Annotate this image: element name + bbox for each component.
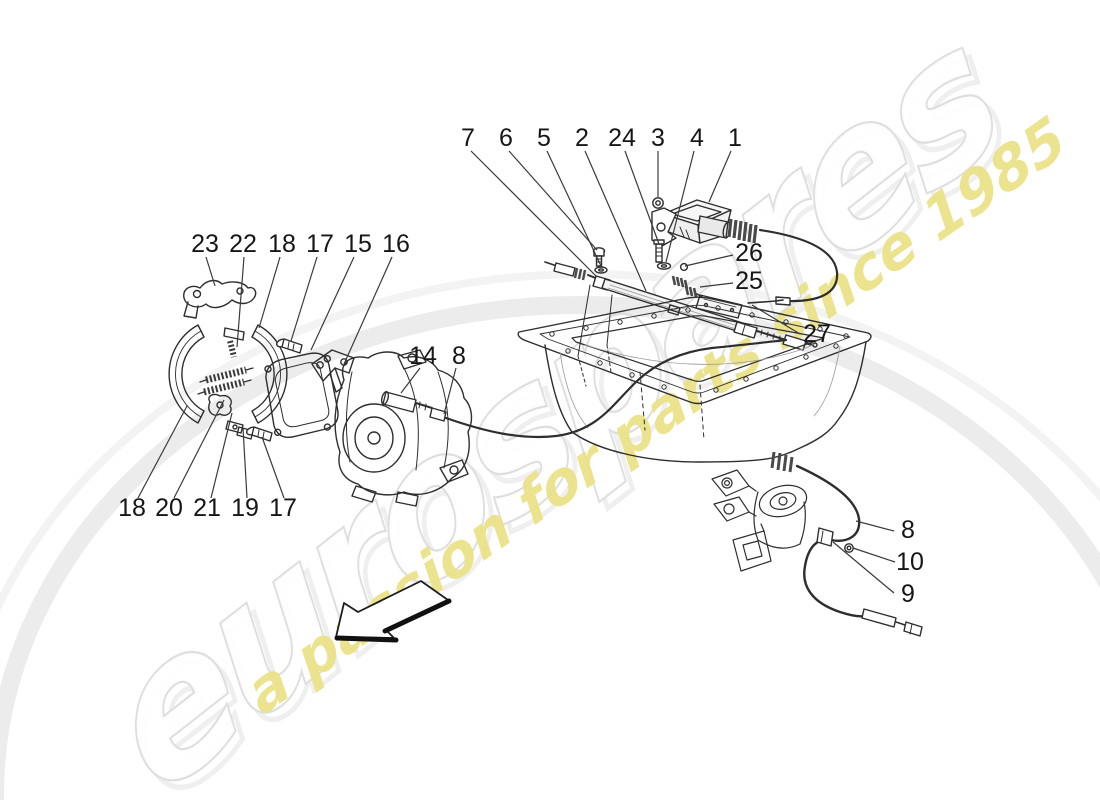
callout-leader-19	[242, 427, 248, 499]
gasket-15	[264, 352, 339, 439]
callout-label-18: 18	[268, 230, 296, 258]
bracket-16	[311, 349, 355, 393]
callout-leader-20	[173, 399, 225, 499]
callout-leader-6	[508, 150, 598, 251]
callout-leader-8	[855, 520, 895, 532]
lever-23	[183, 279, 257, 309]
callout-label-19: 19	[231, 494, 259, 522]
callout-label-26: 26	[735, 239, 763, 267]
callout-label-8: 8	[452, 342, 466, 370]
direction-arrow	[334, 580, 452, 643]
callout-leader-21	[210, 412, 233, 499]
callout-label-3: 3	[651, 124, 665, 152]
callout-leader-23	[205, 256, 216, 287]
nut-3	[652, 197, 664, 209]
callout-label-21: 21	[193, 494, 221, 522]
actuator-cable	[758, 228, 839, 303]
callout-leader-24	[624, 150, 660, 245]
washer-5	[594, 266, 608, 274]
callout-label-7: 7	[461, 124, 475, 152]
nut-10	[844, 543, 854, 553]
callout-label-23: 23	[191, 230, 219, 258]
brake-shoe-left	[168, 324, 205, 424]
callout-label-25: 25	[735, 267, 763, 295]
callout-label-6: 6	[499, 124, 513, 152]
equalizer-assembly	[544, 261, 818, 351]
callout-label-18: 18	[118, 494, 146, 522]
callout-label-2: 2	[575, 124, 589, 152]
callout-label-9: 9	[901, 580, 915, 608]
callout-leader-7	[470, 150, 598, 278]
pan-cable-boot	[770, 451, 794, 473]
callout-label-24: 24	[608, 124, 636, 152]
bolt-17-lower	[245, 426, 273, 442]
brake-shoes-cluster	[168, 279, 355, 442]
callout-leader-14	[400, 367, 421, 394]
callout-leader-15	[310, 256, 355, 351]
callout-label-14: 14	[409, 342, 437, 370]
callout-label-5: 5	[537, 124, 551, 152]
callout-leader-8	[443, 367, 457, 415]
callout-leader-9	[832, 541, 895, 594]
oil-pan	[517, 284, 872, 473]
callout-label-4: 4	[690, 124, 704, 152]
callout-leader-17	[290, 256, 318, 342]
callout-label-22: 22	[229, 230, 257, 258]
callout-label-20: 20	[155, 494, 183, 522]
mount-bracket	[711, 469, 808, 572]
callout-leader-17	[261, 436, 285, 499]
callout-label-17: 17	[269, 494, 297, 522]
callout-label-15: 15	[344, 230, 372, 258]
callout-leader-18	[258, 256, 281, 329]
lever-21	[208, 393, 232, 416]
callout-leader-22	[236, 256, 245, 348]
rear-cable	[795, 464, 923, 637]
callout-label-17: 17	[306, 230, 334, 258]
return-springs	[203, 340, 247, 396]
brake-shoe-right	[251, 324, 288, 424]
differential-housing	[334, 338, 788, 507]
callout-label-1: 1	[728, 124, 742, 152]
callout-leader-16	[343, 256, 393, 365]
callout-label-27: 27	[803, 320, 831, 348]
cable-boot	[727, 218, 758, 244]
actuator-assembly	[651, 199, 839, 306]
cable-8-left	[444, 338, 788, 439]
callout-leader-26	[684, 254, 734, 267]
nut-26	[679, 262, 689, 272]
callout-label-16: 16	[382, 230, 410, 258]
callout-leader-18	[137, 405, 188, 499]
callout-leader-10	[852, 547, 896, 563]
callout-label-8: 8	[901, 516, 915, 544]
callout-leader-2	[584, 150, 647, 292]
callout-leader-5	[546, 150, 602, 267]
callout-leader-4	[665, 150, 695, 263]
sleeve-25	[671, 275, 698, 298]
callout-leader-27	[751, 304, 801, 335]
washer-4	[656, 262, 672, 270]
callout-label-10: 10	[896, 548, 924, 576]
rod-14	[382, 391, 417, 413]
callout-leader-1	[708, 150, 732, 203]
clamp-9	[816, 527, 834, 547]
bolt-17-upper	[275, 338, 303, 354]
callout-leader-25	[699, 282, 734, 288]
flange-holes	[549, 305, 849, 393]
